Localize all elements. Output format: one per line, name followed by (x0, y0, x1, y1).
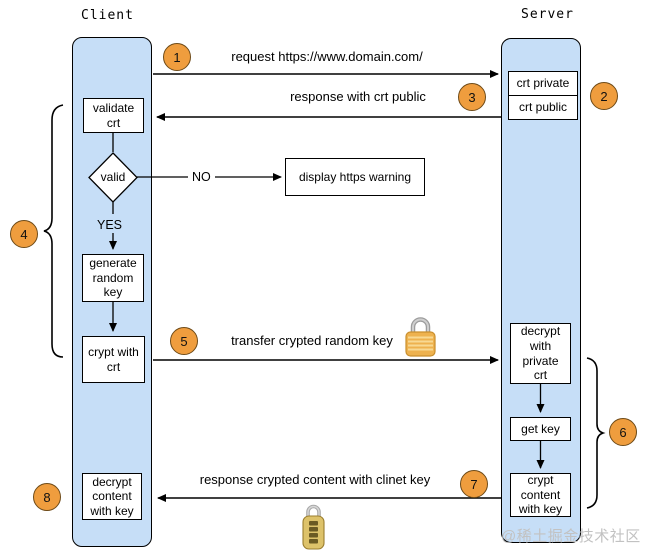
step-badge-7: 7 (460, 470, 488, 498)
server-steps-brace (586, 357, 606, 509)
step-badge-4: 4 (10, 220, 38, 248)
step-badge-5: 5 (170, 327, 198, 355)
step-badge-3: 3 (458, 83, 486, 111)
watermark: @稀土掘金技术社区 (501, 528, 641, 545)
step-badge-1: 1 (163, 43, 191, 71)
crypt-content-with-key-box: crypt content with key (510, 473, 571, 517)
step-badge-6: 6 (609, 418, 637, 446)
response-content-message: response crypted content with clinet key (199, 472, 431, 487)
decision-diamond-label: valid (100, 170, 126, 184)
decision-yes-label: YES (97, 218, 123, 232)
transfer-key-message: transfer crypted random key (231, 333, 393, 348)
validate-crt-box: validate crt (83, 98, 144, 133)
crt-private-box: crt private (508, 71, 578, 96)
request-message: request https://www.domain.com/ (231, 49, 423, 64)
combination-lock-icon (302, 504, 325, 550)
decrypt-with-private-crt-box: decrypt with private crt (510, 323, 571, 384)
display-https-warning-box: display https warning (285, 158, 425, 196)
step-badge-2: 2 (590, 82, 618, 110)
crypt-with-crt-box: crypt with crt (82, 336, 145, 383)
client-lane-title: Client (81, 8, 134, 23)
step-badge-8: 8 (33, 483, 61, 511)
crt-public-box: crt public (508, 95, 578, 120)
get-key-box: get key (510, 417, 571, 441)
decision-no-label: NO (188, 170, 215, 184)
decrypt-content-with-key-box: decrypt content with key (82, 473, 142, 520)
generate-random-key-box: generate random key (82, 254, 144, 302)
client-steps-brace (43, 104, 64, 358)
server-lane-title: Server (521, 7, 574, 22)
response-crt-message: response with crt public (290, 89, 426, 104)
